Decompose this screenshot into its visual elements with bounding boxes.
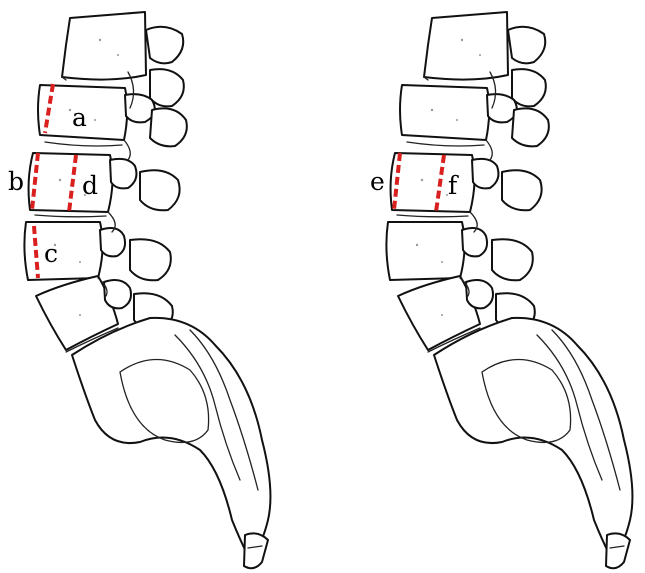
label-e: e [370, 167, 385, 196]
left-spine [24, 12, 270, 568]
label-a: a [72, 103, 87, 132]
label-c: c [44, 239, 58, 268]
label-b: b [8, 167, 24, 196]
label-d: d [82, 171, 98, 200]
right-spine [386, 12, 632, 568]
